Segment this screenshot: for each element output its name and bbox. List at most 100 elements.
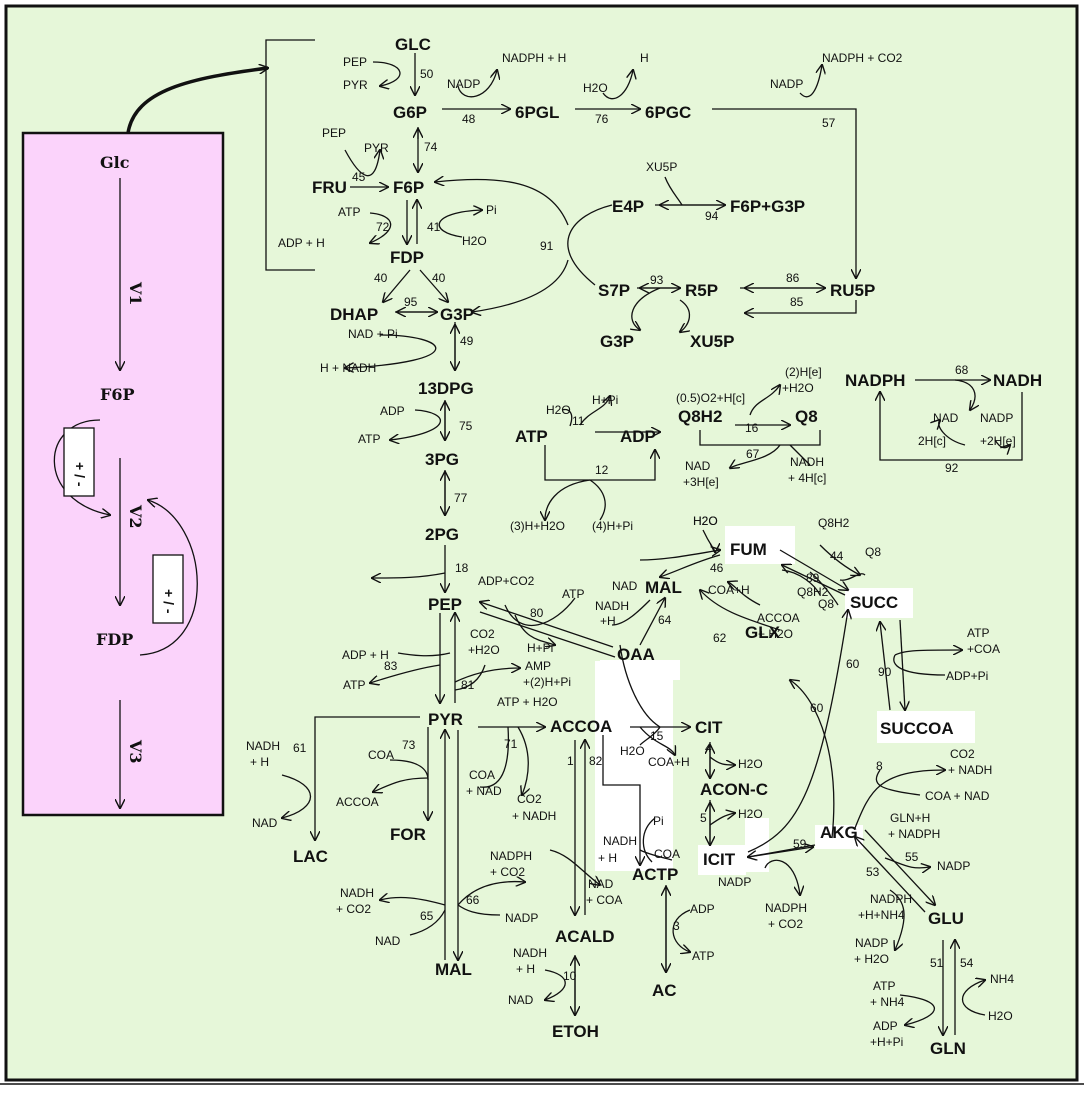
cofactor-c-2he1b: +H2O: [782, 381, 814, 395]
metabolite-q8h2: Q8H2: [678, 407, 722, 426]
cofactor-c-nh4: NH4: [990, 972, 1014, 986]
cofactor-c-nadcoa: NAD: [588, 877, 614, 891]
reaction-number-12: 12: [595, 463, 609, 477]
metabolite-glx: GLX: [745, 623, 781, 642]
reaction-number-16: 16: [745, 421, 759, 435]
reaction-number-3: 3: [673, 919, 680, 933]
cofactor-c-pyr1: PYR: [343, 78, 368, 92]
reaction-number-40: 40: [374, 271, 388, 285]
reaction-number-93: 93: [650, 273, 664, 287]
metabolite-s7p: S7P: [598, 281, 630, 300]
inset-v3: V3: [126, 739, 145, 764]
cofactor-c-nadhco2b: + CO2: [336, 902, 371, 916]
reaction-number-89: 89: [806, 571, 820, 585]
cofactor-c-nadhco2: NADH: [340, 886, 374, 900]
metabolite-gln: GLN: [930, 1039, 966, 1058]
cofactor-c-q8h2a: Q8H2: [818, 516, 850, 530]
cofactor-c-2hc: 2H[c]: [918, 434, 946, 448]
reaction-number-41: 41: [427, 220, 441, 234]
cofactor-c-coanad: COA: [469, 768, 495, 782]
cofactor-c-nadcoab: + COA: [586, 893, 622, 907]
cofactor-c-nad3heb: +3H[e]: [683, 475, 719, 489]
cofactor-c-nad6: NAD: [252, 816, 278, 830]
reaction-number-61: 61: [293, 741, 307, 755]
metabolite-etoh: ETOH: [552, 1022, 599, 1041]
cofactor-c-adph: ADP + H: [278, 236, 325, 250]
cofactor-c-coanadb: + NAD: [466, 784, 502, 798]
reaction-number-45: 45: [352, 170, 366, 184]
reaction-number-83: 83: [384, 659, 398, 673]
cofactor-c-4hpi: (4)H+Pi: [592, 519, 633, 533]
cofactor-c-nadhh9: NADH: [513, 946, 547, 960]
metabolite-pep: PEP: [428, 595, 462, 614]
reaction-number-57: 57: [822, 116, 836, 130]
cofactor-c-pyr2: PYR: [364, 141, 389, 155]
reaction-number-82: 82: [589, 754, 603, 768]
cofactor-c-atp5: ATP: [692, 949, 714, 963]
reaction-number-81: 81: [461, 678, 475, 692]
metabolite-pyr: PYR: [428, 710, 463, 729]
reaction-number-85: 85: [790, 295, 804, 309]
metabolite-fdp: FDP: [390, 248, 424, 267]
metabolite-f6pg3p: F6P+G3P: [730, 197, 805, 216]
cofactor-c-accoa7: ACCOA: [336, 795, 379, 809]
cofactor-c-co2nadh2: CO2: [950, 747, 975, 761]
reaction-number-76: 76: [595, 112, 609, 126]
metabolite-succoa: SUCCOA: [880, 719, 954, 738]
metabolite-lac: LAC: [293, 847, 328, 866]
cofactor-c-nadphco2: NADPH + CO2: [822, 51, 903, 65]
cofactor-c-nadp9: NADP: [937, 859, 970, 873]
metabolite-for: FOR: [390, 825, 426, 844]
cofactor-c-nadph1: NADPH + H: [502, 51, 566, 65]
metabolite-3pg: 3PG: [425, 450, 459, 469]
reaction-number-5: 5: [700, 811, 707, 825]
metabolite-g6p: G6P: [393, 103, 427, 122]
metabolite-f6p: F6P: [393, 178, 424, 197]
reaction-number-67: 67: [746, 447, 760, 461]
metabolite-6pgl: 6PGL: [515, 103, 559, 122]
inset-box: [21, 131, 225, 817]
reaction-number-50: 50: [420, 67, 434, 81]
metabolite-dhap: DHAP: [330, 305, 378, 324]
cofactor-c-atpnh4: ATP: [873, 979, 895, 993]
cofactor-c-atph2o: ATP + H2O: [497, 695, 558, 709]
metabolite-g3p2: G3P: [600, 332, 634, 351]
cofactor-c-hnadh: H + NADH: [320, 361, 376, 375]
cofactor-c-nadhh9b: + H: [516, 962, 535, 976]
cofactor-c-adp3: ADP: [690, 902, 715, 916]
cofactor-c-glnhb: + NADPH: [888, 827, 940, 841]
metabolite-xu5p: XU5P: [690, 332, 734, 351]
metabolite-fum: FUM: [730, 540, 767, 559]
cofactor-c-nadp10: NADP: [718, 875, 751, 889]
cofactor-c-coa7: COA: [368, 748, 394, 762]
metabolite-acald: ACALD: [555, 927, 615, 946]
cofactor-c-co2nadh2b: + NADH: [948, 763, 992, 777]
reaction-number-53: 53: [866, 865, 880, 879]
cofactor-c-h2o1: H2O: [583, 81, 608, 95]
cofactor-c-pi1: Pi: [486, 203, 497, 217]
cofactor-c-nadh4hc: NADH: [790, 455, 824, 469]
metabolite-ru5p: RU5P: [830, 281, 875, 300]
metabolite-oaa: OAA: [617, 645, 655, 664]
metabolite-accoa: ACCOA: [550, 717, 612, 736]
cofactor-c-adphpib: +H+Pi: [870, 1035, 903, 1049]
cofactor-c-coanad2: COA + NAD: [925, 789, 990, 803]
metabolite-2pg: 2PG: [425, 525, 459, 544]
cofactor-c-o2: (0.5)O2+H[c]: [676, 391, 745, 405]
metabolite-aconc: ACON-C: [700, 780, 768, 799]
cofactor-c-atpcoab: +COA: [967, 642, 1000, 656]
cofactor-c-q8h2b: Q8H2: [797, 585, 829, 599]
cofactor-c-nadhh5: NADH: [595, 599, 629, 613]
reaction-number-18: 18: [455, 561, 469, 575]
inset-glc: Glc: [100, 153, 130, 172]
reaction-number-60: 60: [810, 701, 824, 715]
metabolite-g3p: G3P: [440, 305, 474, 324]
reaction-number-91: 91: [540, 239, 554, 253]
cofactor-c-pep2: PEP: [322, 126, 346, 140]
cofactor-c-nadhh5b: +H: [600, 614, 616, 628]
cofactor-c-nadph2o: NADP: [855, 936, 888, 950]
reaction-number-40: 40: [432, 271, 446, 285]
cofactor-c-hpi2: H+Pi: [527, 641, 553, 655]
